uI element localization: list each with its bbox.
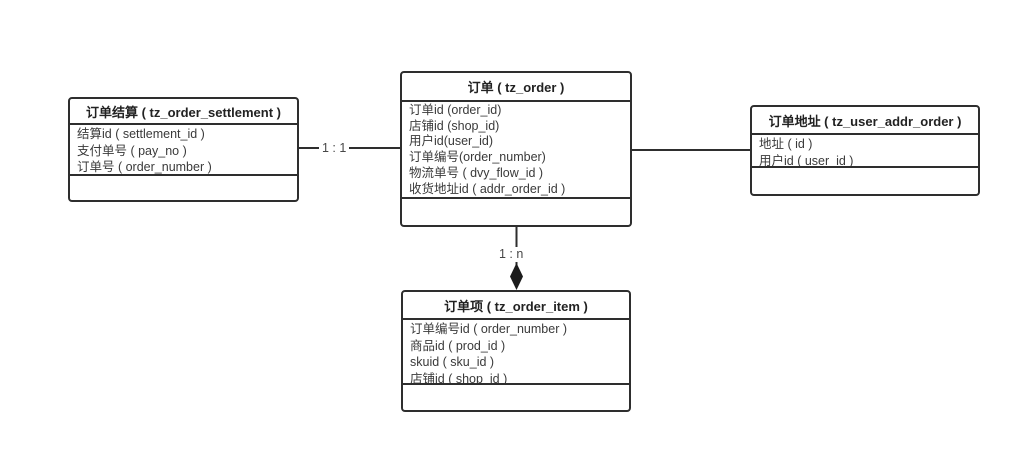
entity-field: 订单号 ( order_number )	[77, 160, 212, 175]
entity-field: 订单编号(order_number)	[409, 150, 546, 165]
entity-order[interactable]: 订单 ( tz_order ) 订单id (order_id) 店铺id (sh…	[400, 71, 632, 227]
entity-field: 订单id (order_id)	[409, 103, 502, 117]
entity-field: 商品id ( prod_id )	[410, 338, 506, 353]
entity-fields: 订单编号id ( order_number ) 商品id ( prod_id )…	[403, 318, 629, 385]
entity-order-item[interactable]: 订单项 ( tz_order_item ) 订单编号id ( order_num…	[401, 290, 631, 412]
entity-order-settlement[interactable]: 订单结算 ( tz_order_settlement ) 结算id ( sett…	[68, 97, 299, 202]
entity-fields: 订单id (order_id) 店铺id (shop_id) 用户id(user…	[402, 100, 630, 199]
entity-fields: 地址 ( id ) 用户id ( user_id )	[752, 133, 978, 168]
entity-empty-compartment	[752, 168, 978, 194]
entity-user-addr-order[interactable]: 订单地址 ( tz_user_addr_order ) 地址 ( id ) 用户…	[750, 105, 980, 196]
entity-field: 店铺id ( shop_id )	[410, 371, 508, 385]
relation-label-one-to-many: 1 : n	[496, 247, 527, 262]
entity-title: 订单地址 ( tz_user_addr_order )	[768, 113, 962, 129]
entity-field: 结算id ( settlement_id )	[77, 127, 205, 141]
entity-field: 物流单号 ( dvy_flow_id )	[409, 165, 544, 180]
diamond-arrowhead-icon	[510, 263, 523, 290]
entity-fields: 结算id ( settlement_id ) 支付单号 ( pay_no ) 订…	[70, 123, 297, 176]
entity-empty-compartment	[402, 199, 630, 225]
entity-field: 用户id ( user_id )	[759, 153, 854, 168]
entity-empty-compartment	[70, 176, 297, 200]
entity-title: 订单项 ( tz_order_item )	[444, 298, 588, 314]
entity-field: 店铺id (shop_id)	[409, 118, 500, 133]
entity-field: 订单编号id ( order_number )	[410, 322, 567, 336]
entity-title: 订单结算 ( tz_order_settlement )	[85, 104, 282, 120]
entity-field: 用户id(user_id)	[409, 134, 494, 149]
relation-label-one-to-one: 1 : 1	[319, 141, 350, 156]
entity-title: 订单 ( tz_order )	[467, 80, 565, 95]
entity-empty-compartment	[403, 385, 629, 410]
entity-field: 地址 ( id )	[759, 137, 813, 151]
entity-field: 收货地址id ( addr_order_id )	[409, 181, 566, 196]
entity-field: skuid ( sku_id )	[410, 355, 495, 370]
entity-field: 支付单号 ( pay_no )	[77, 143, 187, 158]
